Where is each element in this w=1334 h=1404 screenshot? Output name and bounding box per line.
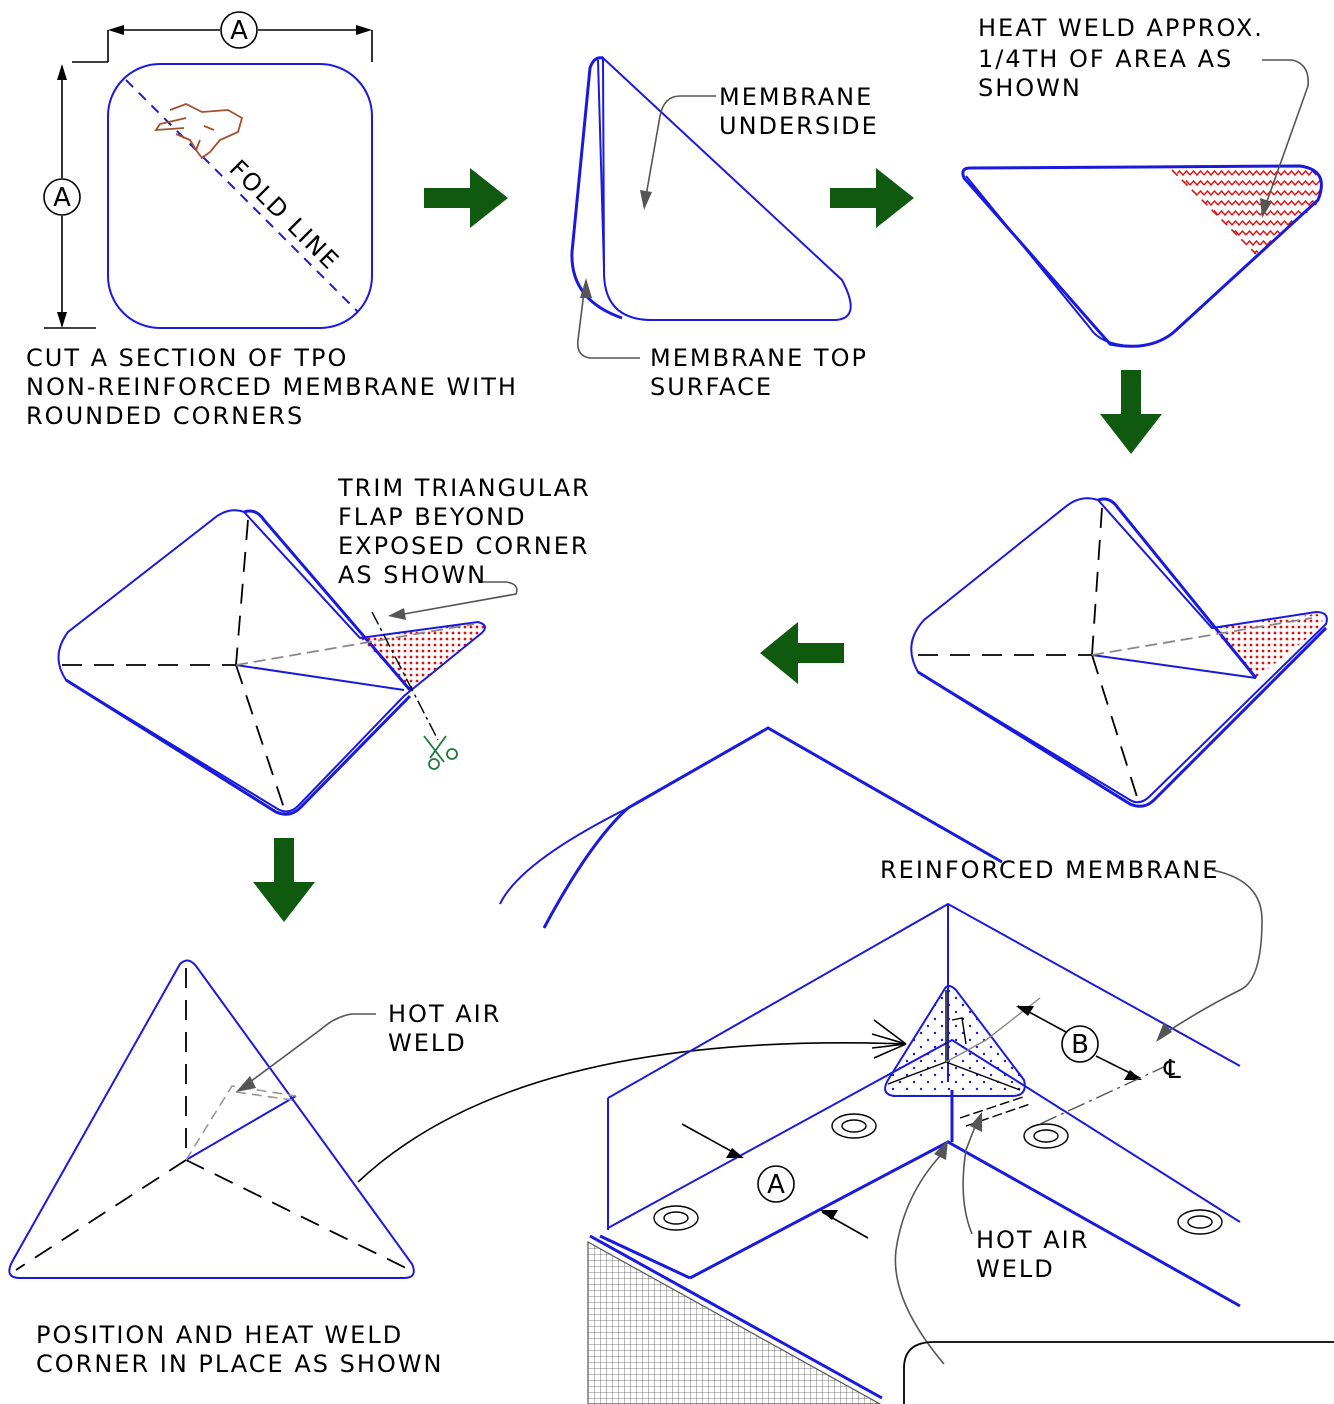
trim-corner-bottom bbox=[66, 680, 410, 814]
roof-ridge bbox=[628, 728, 1002, 862]
reinforced-label: REINFORCED MEMBRANE bbox=[880, 856, 1219, 884]
fastener-plates bbox=[654, 1114, 1222, 1234]
trim-label: TRIM TRIANGULAR FLAP BEYOND EXPOSED CORN… bbox=[337, 474, 600, 589]
trim-crease-down bbox=[236, 665, 284, 808]
trim-line-3: EXPOSED CORNER bbox=[338, 532, 590, 560]
scissors-icon bbox=[424, 736, 457, 769]
dim-a-label-left: A bbox=[53, 183, 71, 213]
trim-crease-up bbox=[236, 520, 248, 665]
arrow-right-icon bbox=[830, 168, 914, 228]
fold-crease-line bbox=[1092, 655, 1256, 678]
arrow-right-icon bbox=[424, 168, 508, 228]
detail-hot-air-label: HOT AIR WELD bbox=[976, 1226, 1099, 1283]
pos-hot-air-line-2: WELD bbox=[388, 1029, 467, 1057]
step1-group: A A FOLD LINE CUT A SECTION OF TPO NON-R… bbox=[26, 12, 528, 430]
dimension-a-horizontal: A bbox=[72, 12, 372, 62]
crease-down bbox=[1092, 655, 1138, 800]
pos-hot-air-outline bbox=[186, 1086, 296, 1160]
pos-hot-air-leader bbox=[250, 1014, 376, 1082]
weld-line-3: SHOWN bbox=[978, 74, 1082, 102]
detail-hot-air-line-1: HOT AIR bbox=[976, 1226, 1089, 1254]
weld-area-hatch bbox=[1172, 168, 1321, 254]
underside-line-2: UNDERSIDE bbox=[719, 112, 879, 140]
detail-dimension-b: B ℄ bbox=[1016, 1006, 1181, 1124]
weld-line-1: HEAT WELD APPROX. bbox=[978, 14, 1264, 42]
folded-triangle-edge bbox=[572, 58, 622, 318]
membrane-square bbox=[108, 64, 372, 328]
detail-dim-b-label: B bbox=[1071, 1030, 1089, 1060]
centerline-symbol: ℄ bbox=[1163, 1055, 1181, 1085]
roof-left-edge-2 bbox=[544, 808, 628, 928]
pos-hot-air-label: HOT AIR WELD bbox=[388, 1000, 511, 1057]
fold-line-label: FOLD LINE bbox=[224, 154, 345, 275]
dimension-a-vertical: A bbox=[44, 64, 96, 328]
membrane-inner-edge bbox=[966, 176, 1130, 346]
trim-line-1: TRIM TRIANGULAR bbox=[337, 474, 591, 502]
underside-line-1: MEMBRANE bbox=[719, 83, 873, 111]
step6-caption: POSITION AND HEAT WELD CORNER IN PLACE A… bbox=[36, 1321, 443, 1378]
step3-group: HEAT WELD APPROX. 1/4TH OF AREA AS SHOWN bbox=[963, 14, 1322, 346]
trim-line-4: AS SHOWN bbox=[338, 561, 487, 589]
trim-crease bbox=[236, 665, 404, 690]
pos-crease-left bbox=[16, 1160, 186, 1270]
pos-hot-air-line-1: HOT AIR bbox=[388, 1000, 501, 1028]
underside-leader bbox=[646, 96, 716, 196]
roof-deck-insulation bbox=[588, 1242, 880, 1404]
top-surface-leader bbox=[578, 292, 640, 358]
top-surface-label: MEMBRANE TOP SURFACE bbox=[650, 344, 878, 401]
reinforced-arrowhead bbox=[1156, 1022, 1172, 1042]
detail-dimension-a: A bbox=[682, 1124, 868, 1238]
weld-label: HEAT WELD APPROX. 1/4TH OF AREA AS SHOWN bbox=[978, 14, 1274, 102]
step1-caption-line-1: CUT A SECTION OF TPO bbox=[26, 344, 348, 372]
underside-arrowhead bbox=[640, 190, 652, 210]
top-surface-line-1: MEMBRANE TOP bbox=[650, 344, 868, 372]
step6-caption-line-1: POSITION AND HEAT WELD bbox=[36, 1321, 403, 1349]
pos-hot-air-arrowhead bbox=[236, 1076, 256, 1092]
trim-line-2: FLAP BEYOND bbox=[338, 503, 527, 531]
pos-weld-edge bbox=[186, 1096, 296, 1160]
callout-bubble bbox=[904, 1342, 1334, 1404]
step1-caption: CUT A SECTION OF TPO NON-REINFORCED MEMB… bbox=[26, 344, 528, 430]
step6-caption-line-2: CORNER IN PLACE AS SHOWN bbox=[36, 1350, 443, 1378]
underside-label: MEMBRANE UNDERSIDE bbox=[719, 83, 883, 140]
centerline bbox=[1040, 1066, 1166, 1124]
step4-group bbox=[911, 498, 1327, 806]
detail-hot-air-line-2: WELD bbox=[976, 1255, 1055, 1283]
hand-pinch-icon bbox=[156, 104, 242, 158]
fold-line bbox=[126, 80, 358, 312]
step1-caption-line-2: NON-REINFORCED MEMBRANE WITH bbox=[26, 373, 518, 401]
arrow-down-icon bbox=[253, 838, 315, 922]
detail-group: A B ℄ REINFORCED MEMBRANE HOT AIR WELD bbox=[500, 728, 1334, 1404]
detail-dim-a-label: A bbox=[767, 1170, 785, 1200]
weld-line-2: 1/4TH OF AREA AS bbox=[978, 45, 1233, 73]
step1-caption-line-3: ROUNDED CORNERS bbox=[26, 402, 304, 430]
detail-hot-air-arrowhead-2 bbox=[970, 1112, 982, 1132]
reinforced-leader bbox=[1164, 870, 1262, 1034]
connector-arrowhead bbox=[872, 1020, 906, 1058]
detail-hot-air-leader-1 bbox=[895, 1156, 944, 1364]
step5-group: TRIM TRIANGULAR FLAP BEYOND EXPOSED CORN… bbox=[58, 474, 600, 814]
patch-weld-dashes bbox=[960, 1096, 1026, 1118]
dim-a-label-top: A bbox=[230, 16, 248, 46]
arrow-left-icon bbox=[760, 622, 844, 684]
crease-up bbox=[1092, 508, 1102, 655]
corner-patch bbox=[885, 986, 1025, 1096]
trim-arrowhead bbox=[388, 608, 406, 620]
connector-curve bbox=[358, 1043, 906, 1182]
detail-hot-air-arrowhead-1 bbox=[934, 1140, 948, 1160]
pos-hot-air-inner bbox=[236, 1092, 292, 1100]
top-surface-line-2: SURFACE bbox=[650, 373, 773, 401]
arrow-down-icon bbox=[1100, 370, 1162, 454]
step2-group: MEMBRANE UNDERSIDE MEMBRANE TOP SURFACE bbox=[572, 58, 883, 401]
detail-hot-air-leader-2 bbox=[963, 1124, 976, 1234]
